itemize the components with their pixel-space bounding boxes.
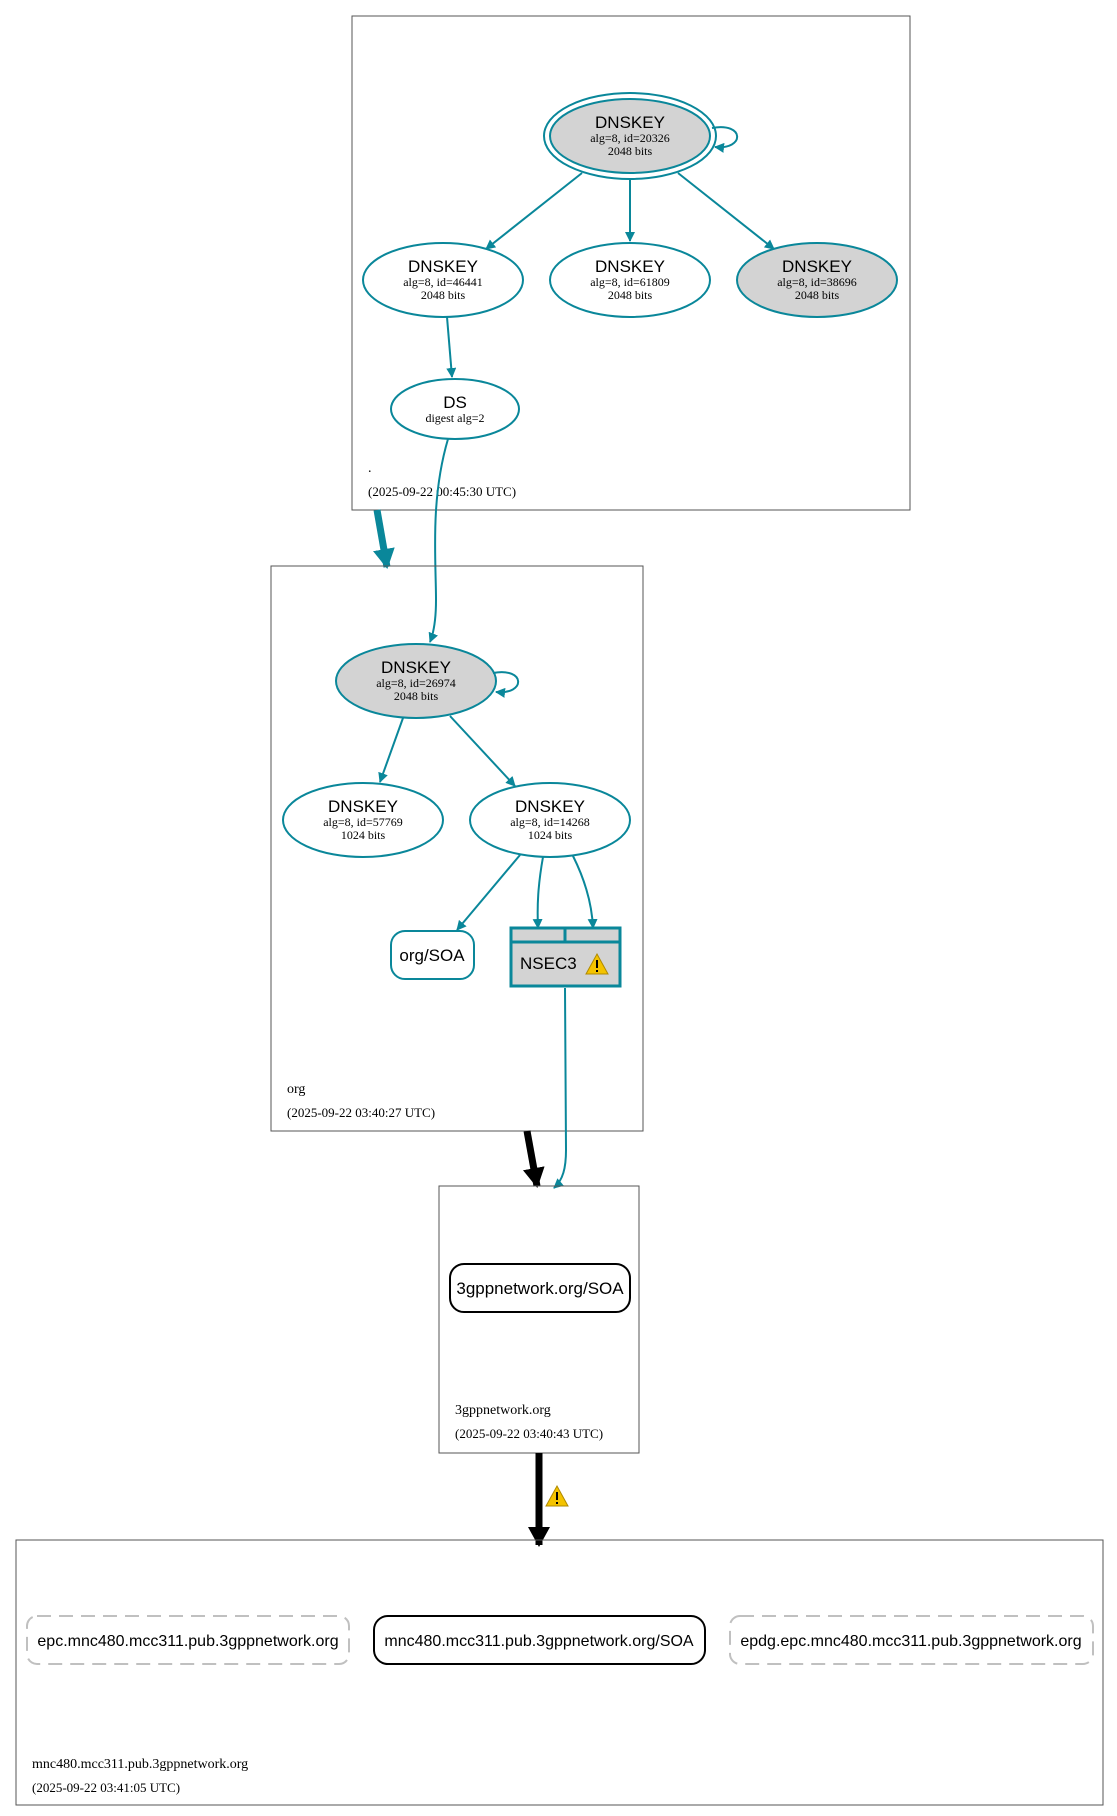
- zone-org: org (2025-09-22 03:40:27 UTC): [270, 565, 644, 1132]
- zone-org-name: org: [287, 1082, 305, 1097]
- edge-org-zsk2-to-nsec3-a: [532, 856, 544, 929]
- org-nsec3-node[interactable]: NSEC3: [509, 926, 622, 988]
- edge-org-ksk-to-zsk1: [378, 717, 404, 783]
- root-ksk-title: DNSKEY: [595, 113, 665, 132]
- root-zsk1-line2: 2048 bits: [421, 288, 466, 302]
- root-ds-line1: digest alg=2: [425, 411, 484, 425]
- root-zsk2-line2: 2048 bits: [608, 288, 653, 302]
- mnc-epc-label: epc.mnc480.mcc311.pub.3gppnetwork.org: [37, 1633, 338, 1650]
- edge-root-ds-to-org-ksk: [428, 438, 449, 643]
- mnc-epdg-label: epdg.epc.mnc480.mcc311.pub.3gppnetwork.o…: [740, 1633, 1081, 1650]
- root-zsk1-title: DNSKEY: [408, 257, 478, 276]
- zone-org-timestamp: (2025-09-22 03:40:27 UTC): [287, 1105, 435, 1120]
- mnc-soa-label: mnc480.mcc311.pub.3gppnetwork.org/SOA: [384, 1633, 694, 1650]
- zone-3gpp-timestamp: (2025-09-22 03:40:43 UTC): [455, 1426, 603, 1441]
- root-zsk2-line1: alg=8, id=61809: [590, 275, 670, 289]
- org-soa-node[interactable]: org/SOA: [390, 930, 475, 980]
- edge-delegation-org-to-3gpp: [522, 1130, 545, 1188]
- zone-mnc-timestamp: (2025-09-22 03:41:05 UTC): [32, 1780, 180, 1795]
- warning-icon: [545, 1484, 569, 1507]
- org-zsk2-node[interactable]: DNSKEY alg=8, id=14268 1024 bits: [469, 782, 631, 858]
- edge-root-ksk-to-zsk1: [485, 172, 583, 250]
- root-ksk2-line2: 2048 bits: [795, 288, 840, 302]
- 3gpp-soa-label: 3gppnetwork.org/SOA: [456, 1279, 624, 1298]
- edge-delegation-root-to-org: [373, 509, 395, 569]
- mnc-soa-node[interactable]: mnc480.mcc311.pub.3gppnetwork.org/SOA: [373, 1615, 706, 1665]
- org-ksk-node[interactable]: DNSKEY alg=8, id=26974 2048 bits: [335, 643, 497, 719]
- zone-mnc: mnc480.mcc311.pub.3gppnetwork.org (2025-…: [15, 1539, 1104, 1806]
- edge-org-zsk2-to-nsec3-b: [572, 855, 598, 929]
- root-ksk-node[interactable]: DNSKEY alg=8, id=20326 2048 bits: [543, 92, 717, 180]
- org-zsk1-line2: 1024 bits: [341, 828, 386, 842]
- edge-org-ksk-to-zsk2: [449, 715, 516, 787]
- org-soa-label: org/SOA: [399, 946, 465, 965]
- zone-root-box: [351, 15, 911, 511]
- mnc-epc-node[interactable]: epc.mnc480.mcc311.pub.3gppnetwork.org: [26, 1615, 350, 1665]
- zone-org-box: [270, 565, 644, 1132]
- org-zsk2-title: DNSKEY: [515, 797, 585, 816]
- zone-mnc-name: mnc480.mcc311.pub.3gppnetwork.org: [32, 1757, 248, 1772]
- zone-root-name: .: [368, 461, 372, 476]
- org-ksk-title: DNSKEY: [381, 658, 451, 677]
- org-ksk-self-edge: [492, 671, 520, 698]
- zone-root: . (2025-09-22 00:45:30 UTC): [351, 15, 911, 511]
- zone-3gpp-name: 3gppnetwork.org: [455, 1403, 551, 1418]
- 3gpp-soa-node[interactable]: 3gppnetwork.org/SOA: [449, 1263, 631, 1313]
- org-zsk2-line2: 1024 bits: [528, 828, 573, 842]
- root-ksk2-node[interactable]: DNSKEY alg=8, id=38696 2048 bits: [736, 242, 898, 318]
- org-zsk1-node[interactable]: DNSKEY alg=8, id=57769 1024 bits: [282, 782, 444, 858]
- root-zsk2-node[interactable]: DNSKEY alg=8, id=61809 2048 bits: [549, 242, 711, 318]
- zone-root-timestamp: (2025-09-22 00:45:30 UTC): [368, 484, 516, 499]
- org-nsec3-label: NSEC3: [520, 954, 577, 973]
- org-zsk1-line1: alg=8, id=57769: [323, 815, 403, 829]
- zone-3gpp: 3gppnetwork.org (2025-09-22 03:40:43 UTC…: [438, 1185, 640, 1454]
- edge-root-ksk-to-ksk2: [677, 172, 775, 250]
- root-ksk-self-edge: [711, 126, 739, 153]
- org-ksk-line2: 2048 bits: [394, 689, 439, 703]
- root-zsk2-title: DNSKEY: [595, 257, 665, 276]
- org-zsk2-line1: alg=8, id=14268: [510, 815, 590, 829]
- edge-org-zsk2-to-soa: [456, 854, 521, 931]
- zone-mnc-box: [15, 1539, 1104, 1806]
- root-zsk1-line1: alg=8, id=46441: [403, 275, 483, 289]
- edge-root-zsk1-to-ds: [446, 316, 457, 378]
- root-ds-node[interactable]: DS digest alg=2: [390, 378, 520, 440]
- root-ksk2-line1: alg=8, id=38696: [777, 275, 857, 289]
- edge-nsec3-to-3gpp: [553, 987, 568, 1189]
- root-ds-title: DS: [443, 393, 467, 412]
- root-ksk2-title: DNSKEY: [782, 257, 852, 276]
- root-ksk-line1: alg=8, id=20326: [590, 131, 670, 145]
- warning-icon: [585, 952, 609, 975]
- org-zsk1-title: DNSKEY: [328, 797, 398, 816]
- org-ksk-line1: alg=8, id=26974: [376, 676, 456, 690]
- root-zsk1-node[interactable]: DNSKEY alg=8, id=46441 2048 bits: [362, 242, 524, 318]
- root-ksk-line2: 2048 bits: [608, 144, 653, 158]
- mnc-epdg-node[interactable]: epdg.epc.mnc480.mcc311.pub.3gppnetwork.o…: [729, 1615, 1094, 1665]
